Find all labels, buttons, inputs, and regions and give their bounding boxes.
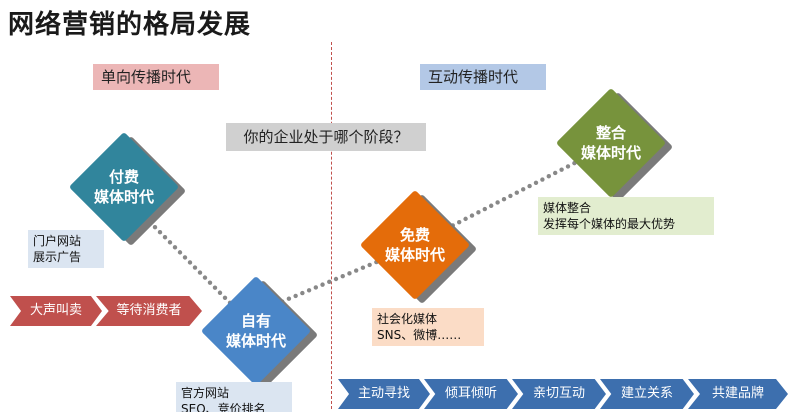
connector-dot: [197, 270, 203, 275]
note-line: 发挥每个媒体的最大优势: [543, 217, 676, 231]
connector-dot: [347, 271, 352, 276]
note-integrated-media: 媒体整合 发挥每个媒体的最大优势: [538, 197, 714, 235]
connector-dot: [300, 290, 305, 296]
note-line: 门户网站: [33, 234, 82, 248]
connector-dot: [313, 285, 319, 290]
connector-dot: [320, 282, 325, 287]
note-owned-media: 官方网站 SEO、竞价排名: [176, 382, 292, 412]
connector-dot: [177, 250, 183, 255]
stage-owned-label: 自有 媒体时代: [196, 271, 316, 391]
stage-integrated-line2: 媒体时代: [580, 144, 641, 162]
connector-dot: [157, 229, 163, 235]
stage-free-line1: 免费: [399, 226, 430, 244]
connector-dot: [172, 245, 178, 250]
step-build-relationship: 建立关系: [600, 379, 694, 409]
note-line: 媒体整合: [543, 201, 592, 215]
connector-dot: [192, 265, 198, 270]
connector-dot: [495, 200, 500, 205]
connector-dot: [527, 183, 532, 189]
connector-dot: [553, 170, 558, 176]
connector-dot: [306, 288, 312, 293]
connector-dot: [162, 235, 168, 240]
step-listen: 倾耳倾听: [424, 379, 518, 409]
connector-dot: [540, 177, 545, 182]
note-line: 展示广告: [33, 250, 82, 264]
stage-paid-line2: 媒体时代: [93, 188, 154, 206]
connector-dot: [340, 273, 345, 279]
connector-dot: [202, 275, 208, 280]
stage-integrated-media: 整合 媒体时代: [551, 83, 674, 203]
connector-dot: [217, 290, 223, 295]
connector-dot: [353, 268, 359, 273]
connector-dot: [293, 293, 298, 299]
page-title: 网络营销的格局发展: [8, 10, 252, 40]
connector-dot: [476, 210, 481, 215]
step-shout: 大声叫卖: [10, 296, 102, 326]
connector-dot: [521, 187, 526, 192]
stage-question: 你的企业处于哪个阶段？: [226, 123, 426, 151]
stage-owned-line2: 媒体时代: [225, 332, 286, 350]
connector-dot: [187, 260, 193, 265]
note-line: 官方网站: [181, 386, 230, 400]
connector-dot: [207, 280, 213, 285]
connector-dot: [286, 296, 292, 301]
connector-dot: [514, 190, 519, 195]
connector-dot: [489, 203, 494, 208]
connector-dot: [501, 197, 507, 202]
connector-dot: [508, 193, 513, 199]
stage-owned-media: 自有 媒体时代: [196, 271, 319, 391]
step-co-build-brand: 共建品牌: [688, 379, 788, 409]
connector-dot: [469, 213, 475, 218]
stage-free-label: 免费 媒体时代: [355, 185, 475, 305]
step-seek: 主动寻找: [338, 379, 430, 409]
note-line: SEO、竞价排名: [181, 402, 266, 412]
connector-dot: [152, 224, 158, 230]
note-line: SNS、微博……: [377, 328, 462, 342]
stage-paid-label: 付费 媒体时代: [64, 127, 184, 247]
note-paid-media: 门户网站 展示广告: [28, 230, 104, 268]
connector-dot: [333, 276, 339, 282]
era-divider: [331, 42, 332, 409]
note-free-media: 社会化媒体 SNS、微博……: [372, 308, 484, 346]
connector-dot: [565, 164, 571, 169]
stage-free-media: 免费 媒体时代: [355, 185, 478, 305]
stage-paid-media: 付费 媒体时代: [64, 127, 187, 247]
connector-dot: [463, 216, 468, 222]
connector-dot: [367, 262, 372, 268]
connector-dot: [212, 285, 218, 290]
stage-free-line2: 媒体时代: [384, 246, 445, 264]
era-label-interactive: 互动传播时代: [420, 64, 546, 90]
note-line: 社会化媒体: [377, 312, 438, 326]
connector-dot: [559, 167, 564, 172]
connector-dot: [167, 240, 173, 245]
stage-integrated-line1: 整合: [595, 124, 626, 142]
connector-dot: [457, 219, 462, 225]
stage-owned-line1: 自有: [240, 312, 271, 330]
connector-dot: [222, 295, 228, 301]
connector-dot: [360, 265, 366, 270]
connector-dot: [482, 206, 487, 212]
stage-integrated-label: 整合 媒体时代: [551, 83, 671, 203]
connector-dot: [546, 174, 551, 179]
stage-paid-line1: 付费: [108, 168, 139, 186]
connector-dot: [327, 279, 332, 285]
connector-dot: [182, 255, 188, 260]
step-interact: 亲切互动: [512, 379, 606, 409]
era-label-one-way: 单向传播时代: [93, 64, 219, 90]
connector-dot: [533, 180, 539, 185]
step-wait-consumer: 等待消费者: [96, 296, 202, 326]
